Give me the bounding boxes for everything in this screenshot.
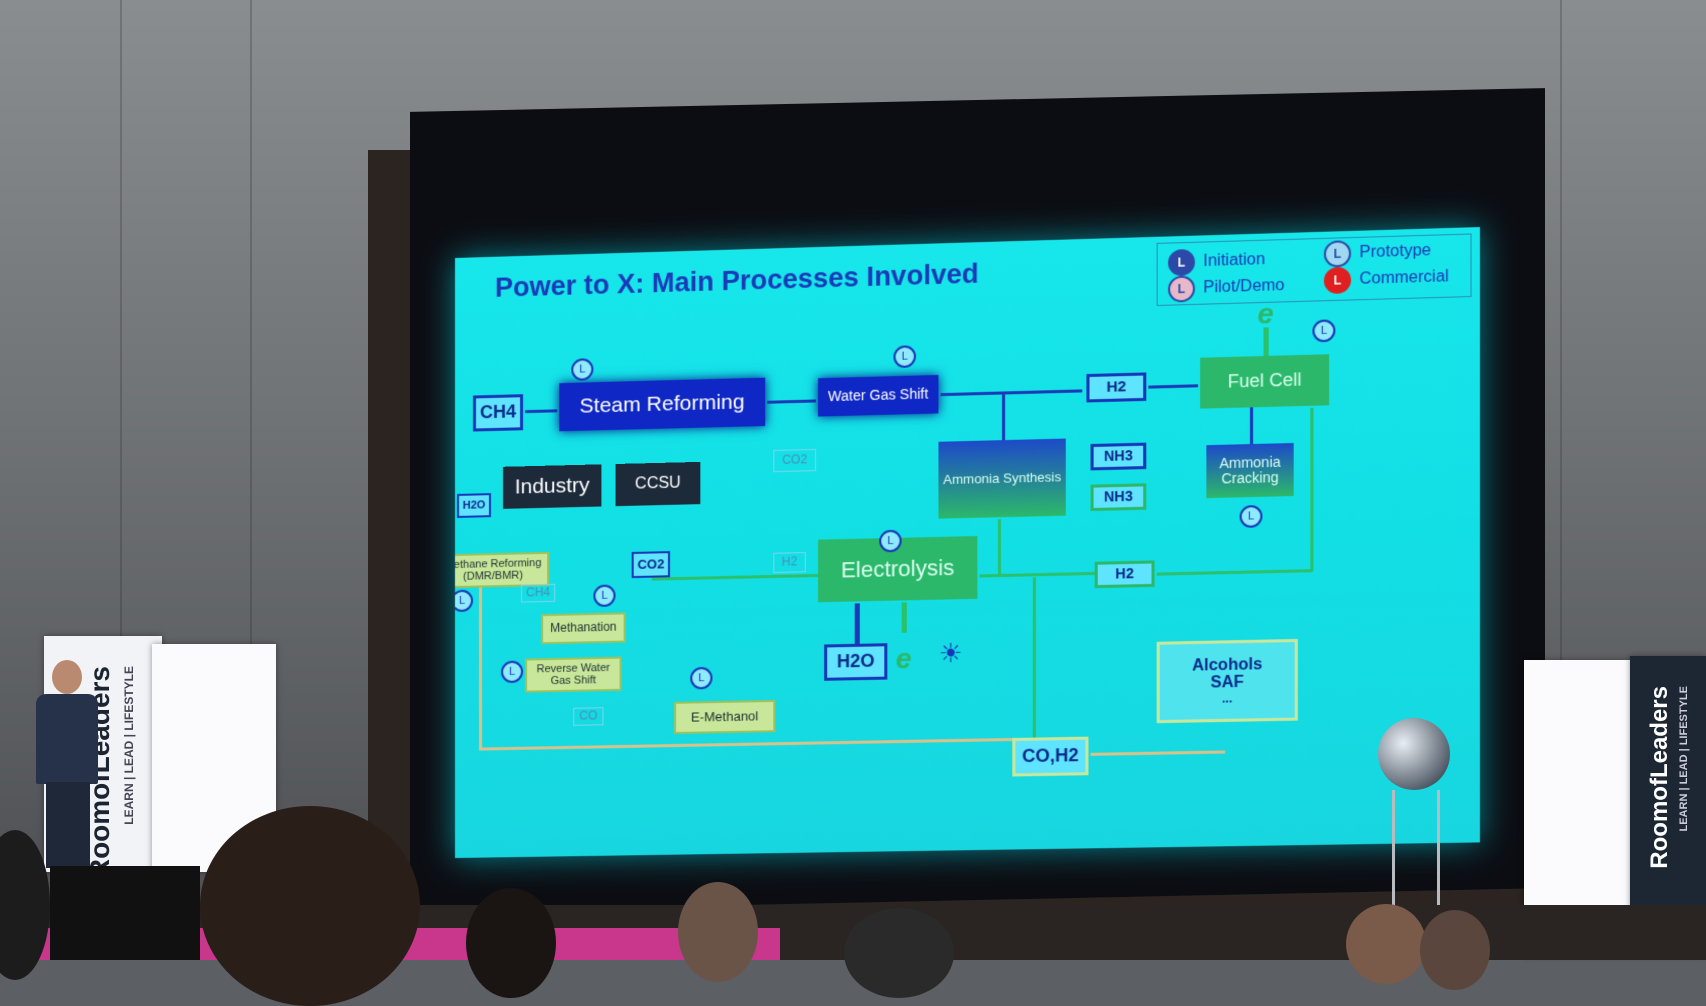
solar-wind-icon: ☀: [938, 637, 963, 669]
podium: [50, 866, 200, 960]
node-industry: Industry: [503, 464, 602, 509]
ellipsis-label: ...: [1221, 691, 1233, 706]
node-h2o-big: H2O: [824, 643, 888, 681]
flow-arrow: [651, 573, 819, 581]
flow-arrow: [1148, 384, 1199, 389]
level-marker: L: [571, 358, 594, 381]
legend-item-initiation: L Initiation: [1168, 247, 1265, 277]
presenter-head: [52, 660, 82, 694]
node-e-input: e: [895, 642, 912, 674]
node-ccsu: CCSU: [615, 461, 701, 507]
node-nh3-a: NH3: [1090, 442, 1147, 471]
level-marker: L: [501, 660, 524, 684]
wall-panel-seam: [1560, 0, 1562, 960]
node-h2-faint: H2: [773, 552, 806, 573]
node-e-output: e: [1257, 297, 1274, 330]
node-steam-reforming: Steam Reforming: [559, 377, 766, 432]
node-ammonia-synthesis: Ammonia Synthesis: [938, 438, 1066, 519]
node-fuel-cell: Fuel Cell: [1200, 354, 1330, 409]
lamp-truss-stand: [1392, 790, 1440, 910]
flow-arrow: [940, 389, 1083, 397]
audience-head: [466, 888, 556, 998]
audience-head: [844, 908, 954, 998]
node-methane-reforming: Methane Reforming (DMR/BMR): [455, 551, 550, 589]
commercial-icon: L: [1323, 266, 1352, 295]
flow-arrow: [525, 409, 558, 414]
level-marker: L: [893, 345, 916, 369]
presenter: [28, 660, 100, 870]
node-nh3-b: NH3: [1090, 483, 1147, 512]
node-methanation: Methanation: [541, 612, 626, 645]
node-h2o-small: H2O: [456, 493, 492, 518]
flow-arrow: [901, 602, 907, 633]
node-e-methanol: E-Methanol: [674, 699, 776, 735]
level-marker: L: [1312, 319, 1336, 343]
pilot-icon: L: [1168, 275, 1195, 303]
audience-head: [678, 882, 758, 982]
node-ch4-faint: CH4: [521, 583, 556, 603]
node-co2-label: CO2: [773, 448, 817, 473]
right-banner-tag: LEARN | LEAD | LIFESTYLE: [1678, 686, 1690, 832]
alcohols-label: Alcohols: [1192, 655, 1263, 675]
node-syngas: CO,H2: [1012, 736, 1089, 777]
level-marker: L: [1239, 504, 1263, 528]
node-water-gas-shift: Water Gas Shift: [818, 374, 939, 417]
node-co-faint: CO: [573, 707, 604, 726]
flow-arrow: [1156, 569, 1313, 576]
wall-panel-seam: [120, 0, 122, 960]
slide-title: Power to X: Main Processes Involved: [495, 258, 979, 303]
node-ch4: CH4: [472, 394, 524, 432]
flow-arrow: [478, 587, 483, 750]
node-ammonia-cracking: Ammonia Cracking: [1206, 442, 1294, 499]
left-banner-tag: LEARN | LEAD | LIFESTYLE: [122, 666, 136, 825]
level-marker: L: [690, 666, 713, 690]
flow-arrow: [767, 399, 817, 404]
audience-head: [1346, 904, 1426, 984]
presenter-trousers: [46, 782, 90, 868]
node-alcohols-saf: Alcohols SAF ...: [1156, 638, 1298, 724]
flow-arrow: [1310, 407, 1314, 572]
audience-head: [200, 806, 420, 1006]
flow-arrow: [1249, 407, 1254, 445]
flow-arrow: [997, 519, 1002, 575]
legend-item-prototype: L Prototype: [1323, 238, 1431, 268]
globe-lamp: [1378, 718, 1450, 790]
node-h2-mid: H2: [1094, 560, 1155, 589]
legend: L Initiation L Prototype L Pilot/Demo L …: [1156, 233, 1472, 307]
flow-arrow: [854, 603, 860, 644]
node-reverse-wgs: Reverse Water Gas Shift: [525, 656, 622, 693]
saf-label: SAF: [1210, 674, 1244, 693]
wall-panel-seam: [250, 0, 252, 960]
legend-item-commercial: L Commercial: [1323, 264, 1449, 295]
initiation-icon: L: [1168, 248, 1195, 277]
flow-arrow: [1090, 750, 1226, 756]
flow-arrow: [1002, 393, 1006, 441]
prototype-icon: L: [1323, 240, 1352, 268]
projection-screen: Power to X: Main Processes Involved L In…: [455, 227, 1480, 858]
node-co2-box: CO2: [631, 551, 671, 579]
level-marker: L: [593, 584, 616, 608]
flow-arrow: [1032, 577, 1036, 738]
flow-arrow: [1263, 327, 1269, 357]
level-marker: L: [455, 589, 473, 613]
flow-arrow: [478, 737, 1013, 751]
node-h2-top: H2: [1086, 372, 1147, 403]
audience-head: [1420, 910, 1490, 990]
presenter-jacket: [36, 694, 98, 784]
right-banner-brand: RoomofLeaders: [1646, 686, 1673, 869]
flow-arrow: [979, 571, 1095, 578]
